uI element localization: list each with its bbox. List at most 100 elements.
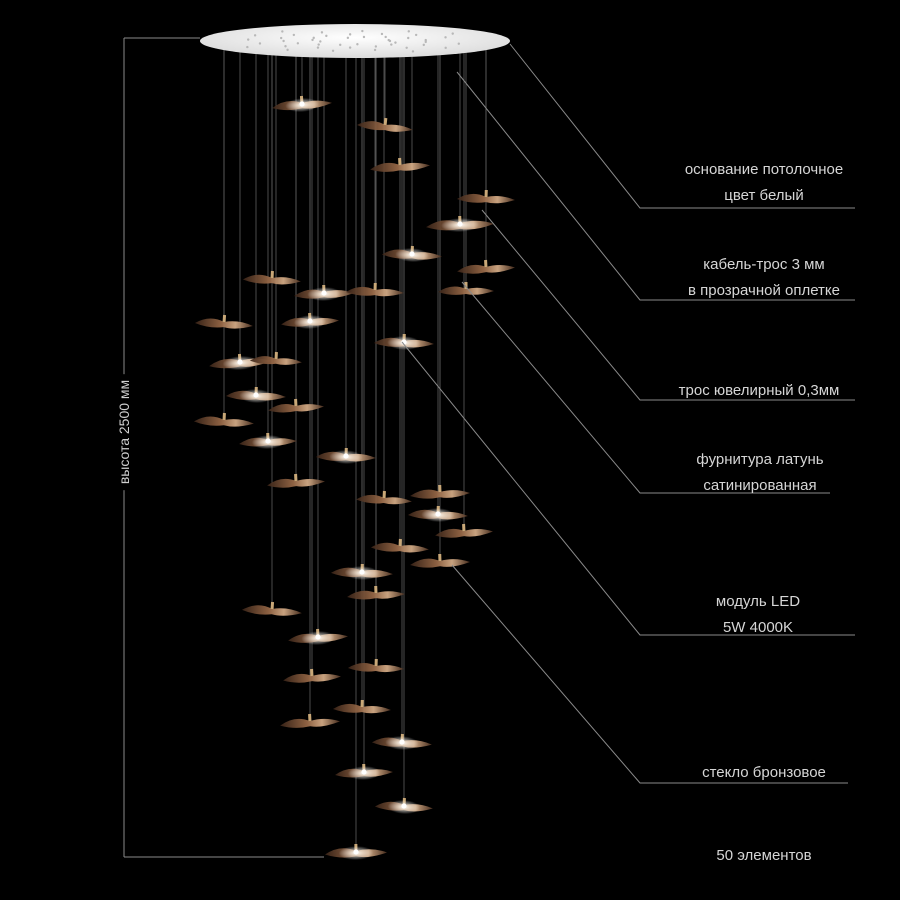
mount-point [362, 35, 366, 39]
mount-point [411, 50, 415, 53]
callout-ceiling-base: основание потолочное цвет белый [664, 157, 864, 209]
bronze-glass-disc [194, 318, 253, 329]
brass-fitting [382, 490, 386, 499]
mount-point [346, 36, 350, 40]
mount-point [457, 42, 461, 45]
glass-pendant [194, 314, 253, 329]
bronze-glass-disc [242, 274, 301, 285]
led-module [343, 453, 349, 459]
callout-fittings-line2: сатинированная [703, 477, 817, 494]
glass-pendant [407, 505, 468, 523]
led-module [237, 359, 243, 365]
glass-pendant [370, 157, 431, 172]
mount-point [405, 46, 408, 49]
led-module [359, 569, 365, 575]
callout-led-module: модуль LED 5W 4000K [658, 589, 858, 641]
led-module [435, 511, 441, 517]
brass-fitting [374, 585, 378, 594]
mount-point [394, 41, 397, 44]
mount-point [339, 43, 342, 47]
leader-ceiling-base [509, 43, 855, 209]
glass-pendant [345, 282, 404, 297]
callout-glass: стекло бронзовое [664, 760, 864, 786]
bronze-glass-disc [438, 286, 494, 295]
led-module [401, 803, 407, 809]
mount-point [253, 34, 257, 37]
glass-pendant [356, 117, 413, 132]
brass-fitting [222, 314, 227, 323]
glass-pendant [438, 282, 494, 295]
bronze-glass-disc [347, 663, 404, 673]
glass-pendant [426, 215, 495, 233]
mount-point [247, 38, 250, 41]
bronze-glass-disc [268, 404, 325, 413]
bronze-glass-disc [370, 542, 429, 553]
mount-point [258, 42, 262, 45]
brass-fitting [294, 398, 298, 407]
glass-pendants [193, 95, 516, 861]
bronze-glass-disc [410, 489, 471, 499]
led-module [315, 634, 321, 640]
mount-point [311, 38, 314, 42]
glass-pendant [347, 585, 406, 600]
glass-pendant [242, 270, 301, 285]
glass-pendant [239, 432, 298, 450]
brass-fitting [310, 668, 314, 677]
glass-pendant [294, 284, 355, 302]
callout-leader-lines [401, 43, 855, 784]
brass-fitting [398, 538, 402, 547]
callout-fittings-line1: фурнитура латунь [696, 451, 824, 468]
mount-point [296, 42, 300, 45]
callout-ceiling-base-line1: основание потолочное [684, 161, 844, 178]
mount-point [407, 30, 410, 33]
glass-pendant [268, 398, 325, 413]
mount-point [292, 33, 296, 37]
brass-fitting [274, 351, 278, 360]
mount-point [325, 34, 328, 38]
callout-fittings: фурнитура латунь сатинированная [660, 447, 860, 499]
mount-point [286, 48, 289, 52]
brass-fitting [484, 189, 488, 198]
mount-point [407, 36, 410, 40]
led-module [307, 318, 313, 324]
mount-point [348, 33, 352, 36]
callout-cable: кабель-трос 3 мм в прозрачной оплетке [664, 252, 864, 304]
callout-wire: трос ювелирный 0,3мм [654, 378, 864, 404]
glass-pendant [456, 189, 515, 204]
glass-pendant [193, 412, 254, 427]
brass-fitting [398, 157, 402, 166]
glass-pendant [410, 553, 471, 568]
bronze-glass-disc [410, 558, 471, 568]
bronze-glass-disc [356, 121, 413, 132]
mount-point [279, 36, 283, 40]
brass-fitting [373, 282, 377, 291]
mount-point [320, 31, 324, 34]
bronze-glass-disc [193, 416, 254, 427]
glass-pendant [272, 95, 332, 113]
glass-pendant [249, 351, 302, 365]
callout-element-count-line1: 50 элементов [716, 847, 812, 864]
led-module [265, 438, 271, 444]
led-module [361, 769, 367, 775]
callout-led-module-line2: 5W 4000K [722, 619, 794, 636]
mount-point [414, 33, 418, 37]
mount-point [361, 29, 364, 33]
mount-point [317, 43, 320, 46]
callout-cable-line2: в прозрачной оплетке [688, 282, 840, 299]
mount-point [356, 43, 359, 46]
height-label: высота 2500 мм [116, 373, 132, 491]
leader-fittings [461, 281, 830, 494]
mount-point [373, 48, 377, 52]
bronze-glass-disc [283, 673, 342, 683]
bronze-glass-disc [249, 356, 302, 365]
brass-fitting [383, 117, 388, 126]
glass-pendant [371, 733, 432, 751]
glass-pendant [335, 763, 394, 781]
led-module [409, 251, 415, 257]
brass-fitting [374, 658, 378, 667]
mount-point [319, 40, 322, 43]
brass-fitting [294, 473, 298, 482]
mount-point [284, 45, 287, 48]
mount-point [390, 43, 393, 46]
